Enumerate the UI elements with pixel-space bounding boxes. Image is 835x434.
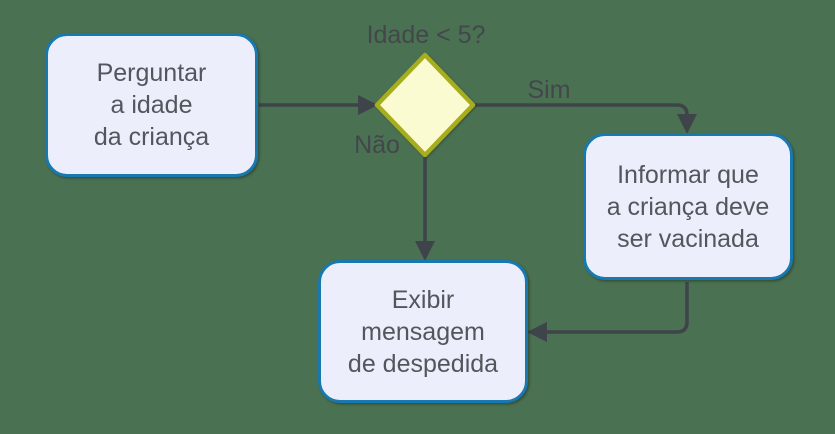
edge-label-sim: Sim — [527, 76, 571, 104]
decision-diamond — [374, 52, 476, 158]
decision-question-label: Idade < 5? — [366, 21, 486, 49]
node-informar-vacina: Informar que a criança deve ser vacinada — [583, 133, 793, 280]
edge-decision-to-inform-yes — [474, 103, 697, 134]
node-label: Informar que a criança deve ser vacinada — [606, 160, 770, 253]
node-exibir-despedida: Exibir mensagem de despedida — [318, 260, 528, 403]
node-perguntar-idade: Perguntar a idade da criança — [45, 33, 258, 177]
node-label: Exibir mensagem de despedida — [347, 285, 499, 378]
node-label: Perguntar a idade da criança — [93, 59, 210, 151]
edge-label-nao: Não — [354, 131, 400, 159]
edge-inform-to-farewell — [527, 282, 689, 342]
